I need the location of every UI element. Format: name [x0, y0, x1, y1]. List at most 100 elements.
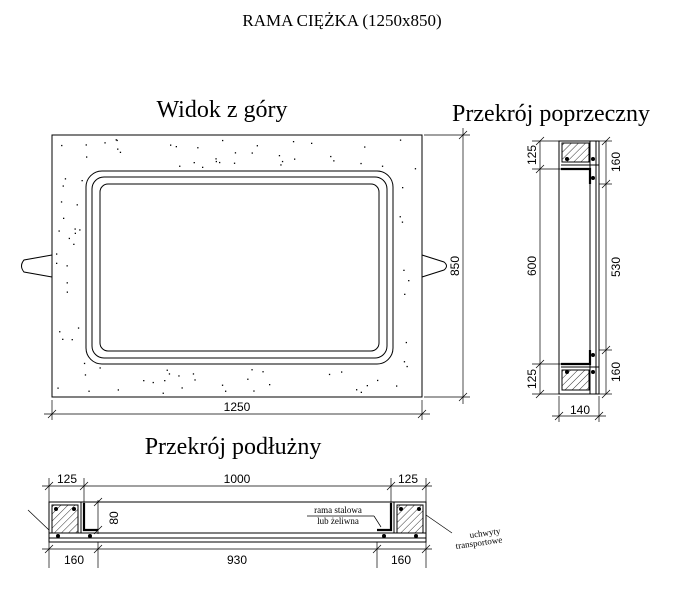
concrete-speckle [179, 165, 181, 167]
right-handle [421, 254, 447, 278]
opening-outer-edge [85, 170, 394, 365]
concrete-speckle [56, 262, 58, 264]
dim-cross-bot-left: 125 [525, 369, 539, 389]
opening-inner-edge [99, 183, 380, 352]
concrete-speckle [170, 144, 172, 146]
concrete-speckle [377, 379, 379, 382]
longitudinal-section: Przekrój podłużny 125 1000 125 [27, 434, 503, 568]
concrete-speckle [215, 160, 217, 163]
concrete-speckle [202, 166, 204, 168]
concrete-speckle [253, 390, 255, 392]
dim-cross-width: 140 [570, 403, 590, 417]
concrete-speckle [414, 168, 417, 170]
longitudinal-section-label: Przekrój podłużny [145, 434, 322, 460]
concrete-speckle [66, 282, 68, 284]
cross-outline [558, 140, 600, 395]
dim-cross-mid-left: 600 [525, 256, 539, 276]
concrete-speckle [76, 204, 78, 206]
concrete-speckle [62, 185, 64, 187]
note-handles-line2: transportowe [455, 535, 503, 551]
concrete-speckle [57, 387, 59, 389]
concrete-speckle [404, 293, 406, 295]
concrete-speckle [83, 362, 86, 365]
concrete-speckle [77, 327, 80, 329]
concrete-speckle [193, 162, 195, 164]
top-view-outline [51, 134, 423, 398]
concrete-speckle [396, 385, 398, 387]
concrete-texture [56, 139, 417, 394]
top-view: Widok z góry 1250 850 [21, 97, 470, 420]
concrete-speckle [64, 178, 67, 180]
concrete-speckle [311, 142, 313, 144]
dim-long-depth: 80 [107, 511, 121, 525]
concrete-speckle [84, 374, 87, 376]
dim-top-width: 1250 [224, 400, 251, 414]
concrete-speckle [333, 160, 335, 162]
concrete-speckle [194, 379, 196, 381]
concrete-speckle [115, 139, 117, 141]
concrete-speckle [356, 389, 358, 391]
concrete-speckle [86, 156, 88, 158]
concrete-speckle [366, 385, 368, 387]
concrete-speckle [56, 253, 58, 255]
dim-long-top-right: 125 [398, 472, 418, 486]
concrete-speckle [178, 375, 180, 377]
long-outline [48, 501, 427, 543]
concrete-speckle [85, 144, 87, 146]
concrete-speckle [63, 217, 65, 219]
dim-cross-mid-right: 530 [609, 257, 623, 277]
concrete-speckle [269, 384, 271, 386]
concrete-speckle [71, 339, 73, 341]
concrete-speckle [152, 381, 154, 384]
dim-cross-top-right: 160 [609, 152, 623, 172]
concrete-speckle [402, 187, 404, 189]
dim-long-bot-right: 160 [391, 553, 411, 567]
concrete-speckle [330, 155, 332, 158]
concrete-speckle [403, 361, 406, 363]
concrete-speckle [68, 237, 70, 240]
concrete-speckle [399, 139, 402, 141]
cross-bottom-block [561, 369, 590, 391]
dim-top-height: 850 [448, 256, 462, 276]
concrete-speckle [381, 165, 384, 167]
cross-top-steel [561, 167, 592, 184]
concrete-speckle [403, 269, 405, 271]
concrete-speckle [116, 139, 118, 142]
opening-mid-edge [91, 176, 388, 359]
cross-bottom-steel [561, 350, 592, 366]
cross-section-label: Przekrój poprzeczny [452, 101, 650, 127]
concrete-speckle [280, 164, 282, 166]
concrete-speckle [59, 331, 61, 333]
concrete-speckle [219, 161, 221, 164]
concrete-speckle [164, 380, 166, 382]
concrete-speckle [401, 221, 404, 223]
concrete-speckle [405, 341, 407, 344]
concrete-speckle [66, 265, 68, 267]
dim-long-bot-left: 160 [64, 553, 84, 567]
concrete-speckle [99, 367, 101, 369]
note-steel-line2: lub żeliwna [317, 516, 359, 526]
concrete-speckle [221, 384, 224, 386]
concrete-speckle [251, 152, 253, 154]
dim-cross-top-left: 125 [525, 145, 539, 165]
concrete-speckle [225, 390, 227, 392]
concrete-speckle [234, 152, 237, 154]
long-left-steel [82, 503, 98, 532]
note-handles-line1: uchwyty [469, 526, 502, 540]
concrete-speckle [215, 158, 217, 160]
concrete-speckle [81, 180, 83, 182]
cross-top-block [561, 142, 590, 163]
concrete-speckle [278, 155, 281, 157]
concrete-speckle [79, 229, 81, 231]
concrete-speckle [88, 390, 90, 392]
concrete-speckle [360, 162, 362, 165]
concrete-speckle [58, 230, 60, 232]
concrete-speckle [281, 160, 284, 163]
long-right-steel [377, 503, 393, 532]
concrete-speckle [399, 216, 401, 218]
concrete-speckle [117, 389, 119, 391]
concrete-speckle [162, 392, 164, 394]
concrete-speckle [168, 373, 171, 375]
concrete-speckle [408, 280, 410, 282]
